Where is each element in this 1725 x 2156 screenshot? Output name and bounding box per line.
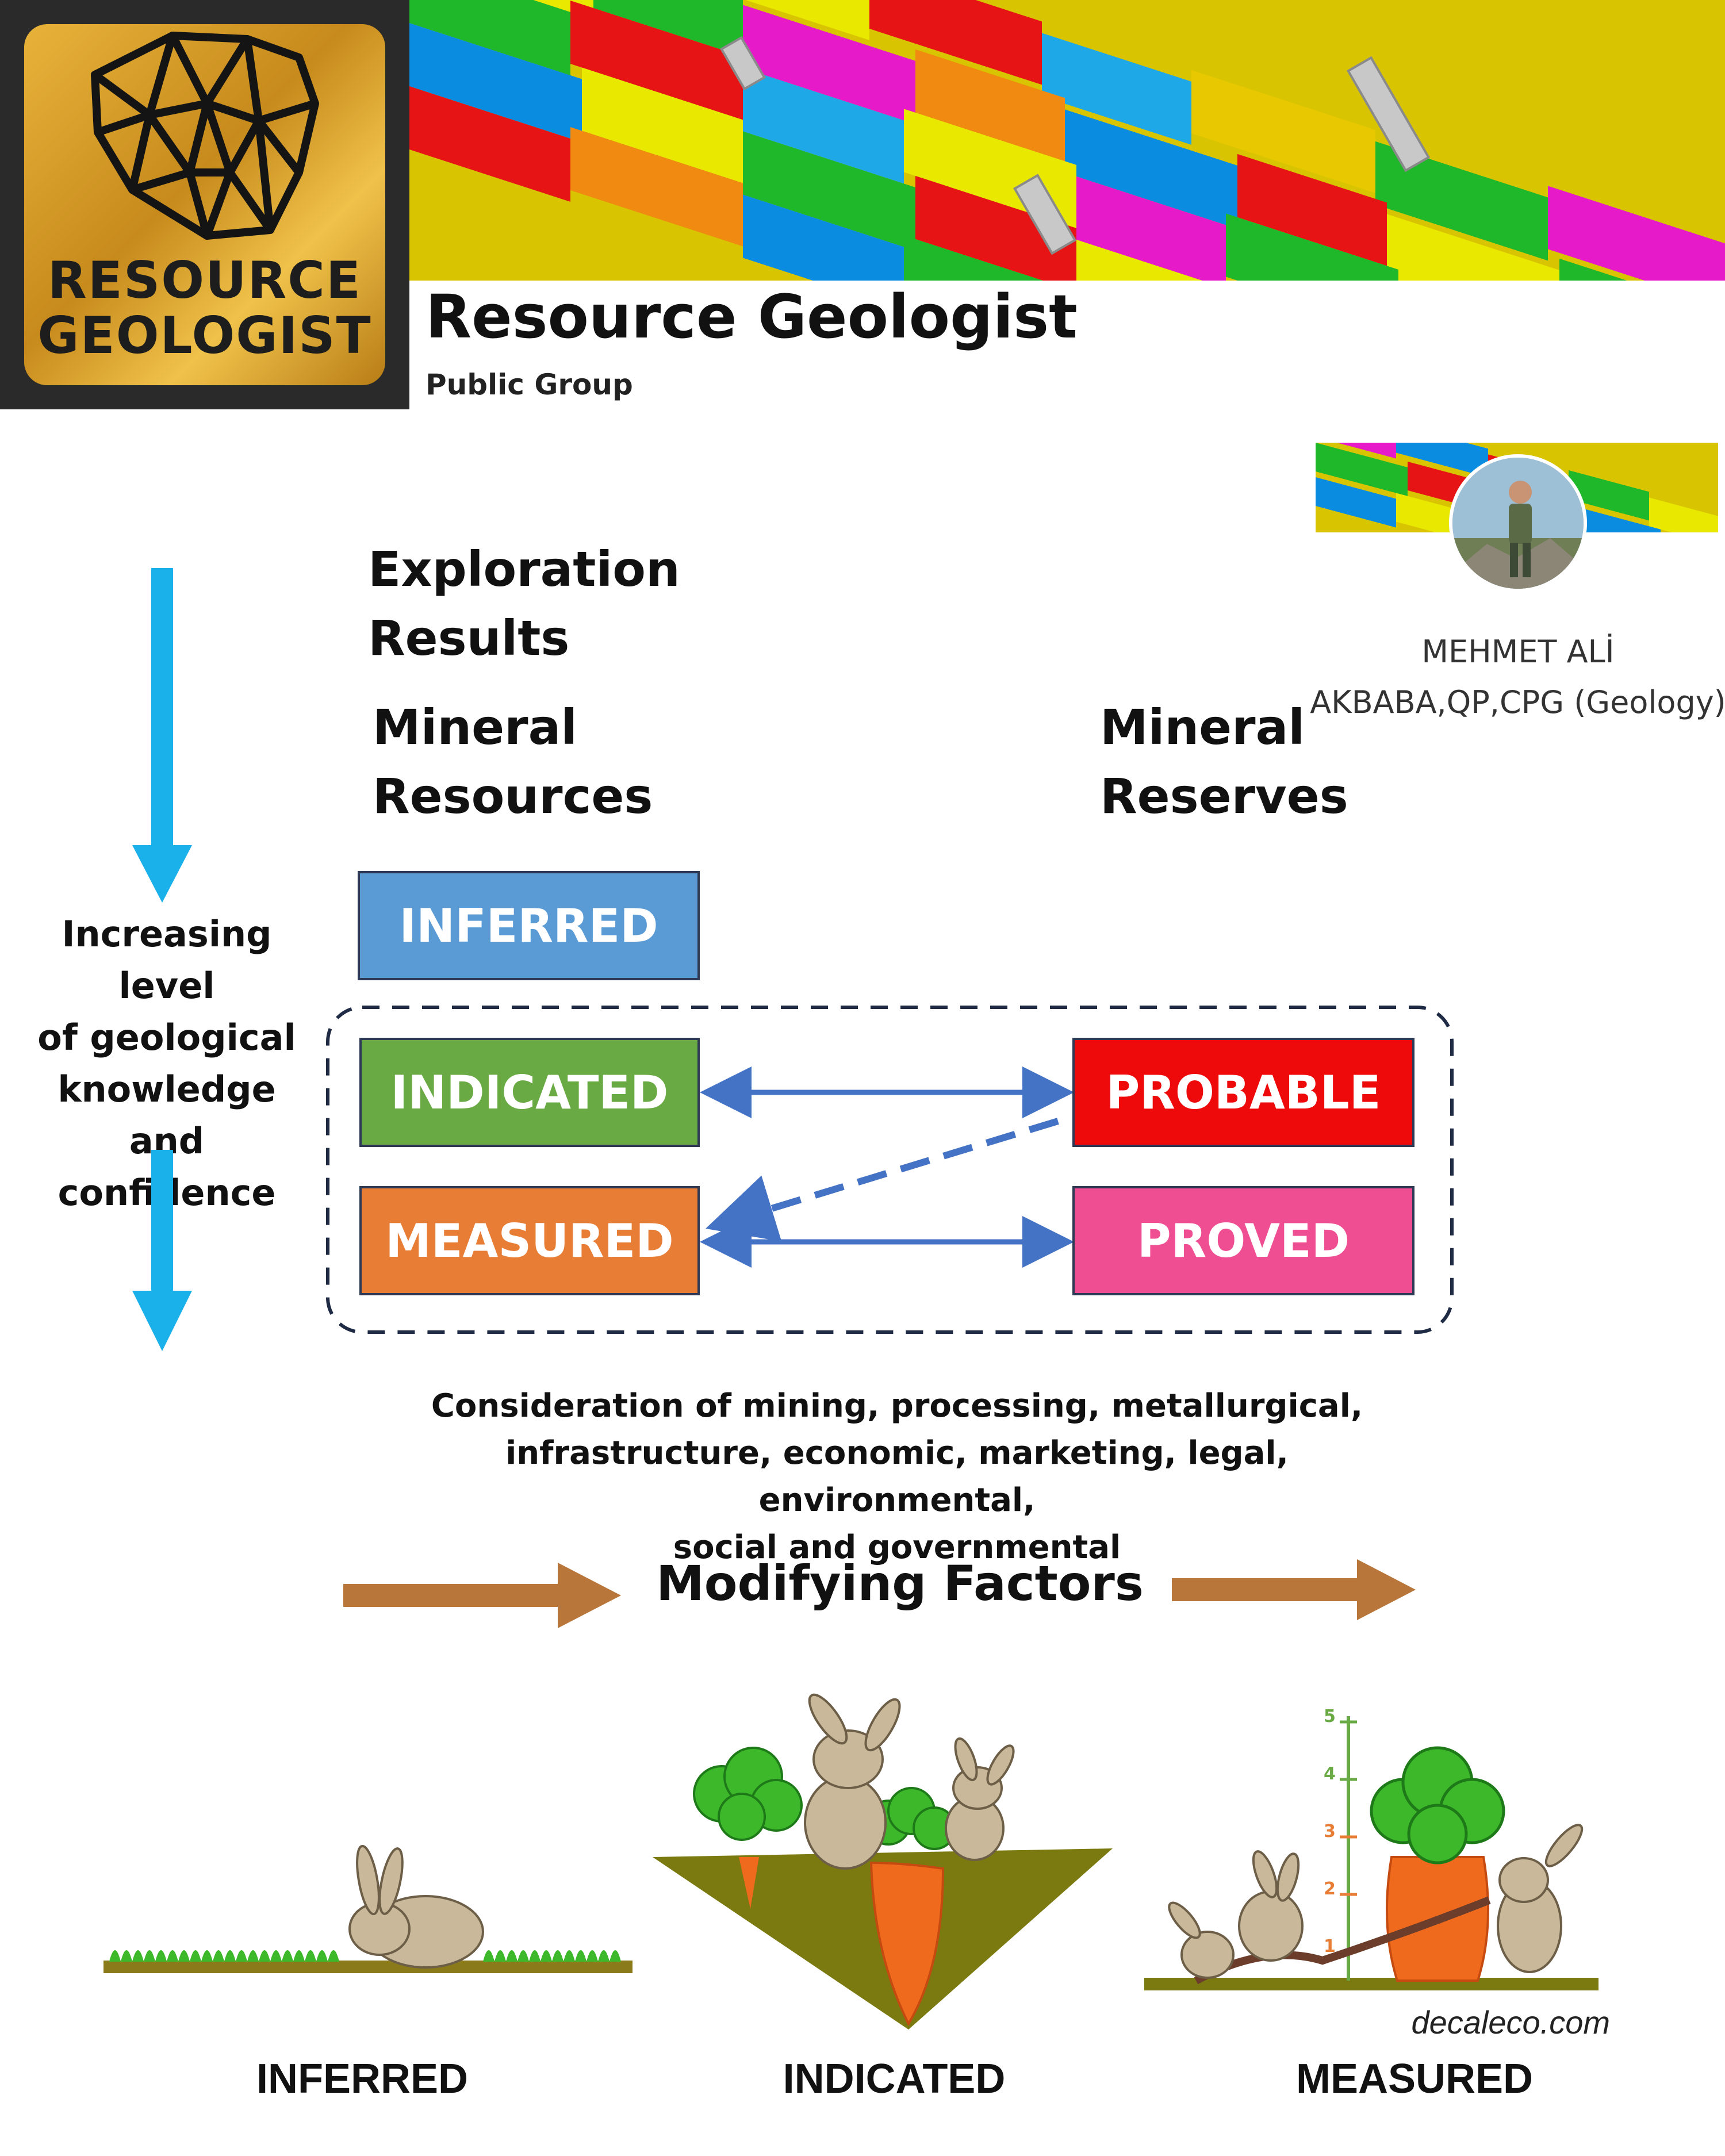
group-cover-banner [409,0,1725,281]
profile-avatar[interactable] [1449,454,1587,592]
description-line: infrastructure, economic, marketing, leg… [505,1434,1289,1519]
description-line: social and governmental [673,1529,1121,1566]
exploration-results-heading: Exploration Results [368,535,680,673]
logo-text: RESOURCE GEOLOGIST [24,253,385,363]
logo-line-1: RESOURCE [48,251,362,310]
indicated-illustration [653,1693,1113,2030]
confidence-label-line: knowledge [57,1068,276,1110]
group-privacy-label: Public Group [425,368,633,401]
heading-line: Reserves [1100,768,1348,824]
logo-line-2: GEOLOGIST [37,306,372,365]
logo-tile [24,24,385,385]
inferred-box: INFERRED [358,871,700,980]
heading-line: Resources [373,768,653,824]
mineral-resources-heading: Mineral Resources [373,693,653,831]
indicated-illustration-label: INDICATED [783,2056,1006,2102]
mineral-reserves-heading: Mineral Reserves [1100,693,1348,831]
heading-line: Mineral [1100,699,1305,755]
inferred-illustration [103,1844,632,1973]
measured-illustration-label: MEASURED [1295,2056,1534,2102]
modifying-factors-description: Consideration of mining, processing, met… [402,1383,1392,1571]
proved-box: PROVED [1072,1186,1414,1295]
ruler [1340,1716,1357,1981]
indicated-box: INDICATED [359,1038,700,1147]
ruler-mark-5: 5 [1324,1706,1336,1727]
heading-line: Exploration [368,541,680,597]
group-title[interactable]: Resource Geologist [425,282,1078,352]
measured-box: MEASURED [359,1186,700,1295]
profile-name[interactable]: MEHMET ALİ AKBABA,QP,CPG (Geology) [1305,627,1725,728]
profile-name-line-2: AKBABA,QP,CPG (Geology) [1310,684,1725,720]
confidence-label-line: and confidence [57,1120,276,1214]
probable-box: PROBABLE [1072,1038,1414,1147]
heading-line: Mineral [373,699,578,755]
confidence-arrow-top [132,568,192,903]
confidence-label-line: of geological [37,1016,296,1058]
probable-measured-dashed-arrow [706,1118,1059,1242]
inferred-illustration-label: INFERRED [256,2056,468,2102]
confidence-label: Increasing level of geological knowledge… [23,908,310,1219]
rabbit-icon [348,1844,484,1969]
ruler-mark-4: 4 [1324,1764,1336,1784]
ruler-mark-1: 1 [1324,1936,1336,1956]
image-credit: decaleco.com [1411,2004,1610,2040]
group-logo: RESOURCE GEOLOGIST [0,0,409,409]
heading-line: Results [368,610,570,666]
ruler-mark-3: 3 [1324,1821,1336,1842]
modifying-factors-title: Modifying Factors [656,1555,1144,1612]
ruler-mark-2: 2 [1324,1879,1336,1899]
logo-crystal-icon [91,32,319,240]
description-line: Consideration of mining, processing, met… [431,1387,1363,1425]
measured-illustration [1144,1716,1598,1990]
profile-name-line-1: MEHMET ALİ [1421,634,1615,670]
confidence-label-line: Increasing level [62,913,272,1007]
